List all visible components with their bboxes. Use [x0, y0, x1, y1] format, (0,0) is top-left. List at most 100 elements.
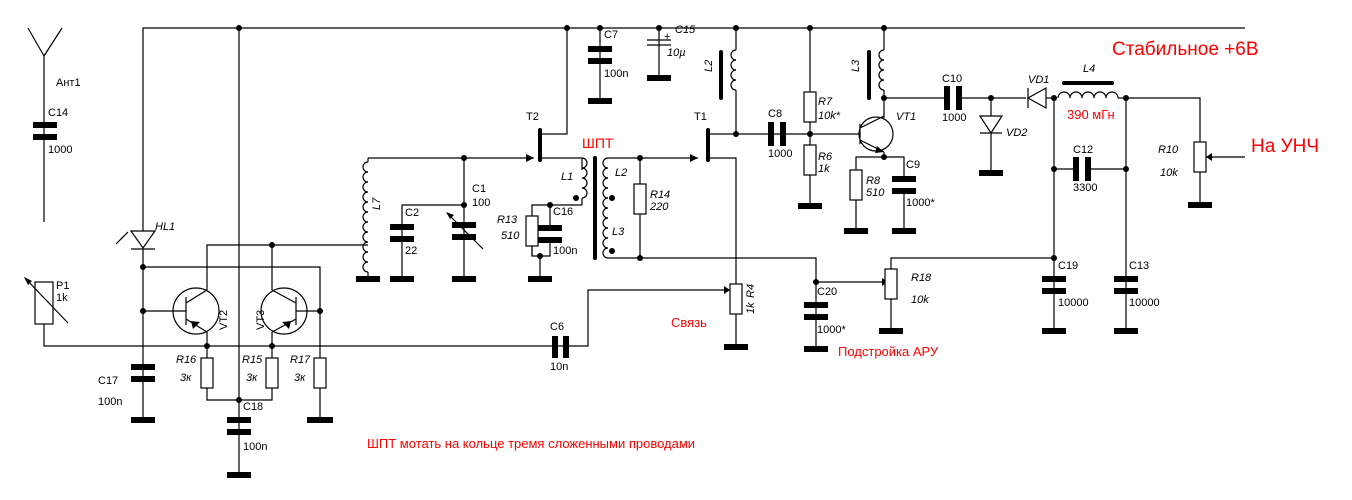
capacitor-c16: C16 100n: [538, 202, 577, 257]
c2-value: 22: [405, 245, 417, 257]
c16-ref: C16: [553, 206, 573, 218]
c20-ref: C20: [817, 286, 837, 298]
resistor-r17: R17 3к: [290, 311, 333, 423]
transistor-vt2: VT2: [143, 244, 368, 349]
l3-label: L3: [850, 59, 862, 72]
r18-value: 10k: [911, 294, 929, 306]
p1-ref: P1: [56, 280, 69, 292]
c7-ref: C7: [604, 29, 618, 41]
potentiometer-r18: R18 10k: [879, 257, 1056, 334]
resistor-r14: R14 220: [633, 158, 670, 258]
r15-ref: R15: [242, 354, 263, 366]
c1-ref: C1: [472, 183, 486, 195]
c15-value: 10µ: [667, 47, 686, 59]
c18-ref: C18: [243, 401, 263, 413]
r10-value: 10k: [1160, 167, 1178, 179]
capacitor-c14: C14 1000: [33, 107, 72, 156]
r16-value: 3к: [180, 372, 192, 384]
r17-ref: R17: [290, 354, 311, 366]
r14-value: 220: [649, 201, 669, 213]
vt1-label: VT1: [896, 111, 916, 123]
capacitor-c7: C7 100n: [588, 28, 628, 104]
capacitor-c8: C8 1000: [768, 108, 860, 160]
r4-value: 1k: [745, 302, 757, 314]
capacitor-c6: C6 10n: [550, 321, 569, 373]
inductor-l7: L7: [356, 158, 383, 282]
r7-value: 10k*: [818, 110, 841, 122]
l4-label: L4: [1083, 63, 1095, 75]
capacitor-c19: C19 10000: [1042, 260, 1089, 334]
inductor-l3: L3: [850, 28, 885, 100]
transistor-vt1: VT1: [858, 111, 916, 157]
potentiometer-r4: R4 1k: [724, 283, 757, 350]
capacitor-c17: C17 100n: [98, 364, 155, 423]
r8-value: 510: [866, 187, 885, 199]
variable-capacitor-c1: C1 100: [446, 158, 490, 282]
r17-value: 3к: [294, 372, 306, 384]
winding-note: ШПТ мотать на кольце тремя сложенными пр…: [367, 436, 695, 451]
ant1-label: Ант1: [56, 77, 81, 89]
r16-ref: R16: [176, 354, 197, 366]
hl1-label: HL1: [155, 221, 175, 233]
resistor-r15: R15 3к: [242, 346, 279, 389]
l1-label: L1: [561, 171, 573, 183]
output-to-amplifier-label: На УНЧ: [1251, 136, 1319, 157]
t2-label: T2: [526, 111, 539, 123]
c12-value: 3300: [1073, 182, 1097, 194]
capacitor-c12: C12 3300: [1054, 144, 1126, 194]
capacitor-c20: C20 1000*: [804, 282, 846, 352]
c1-value: 100: [472, 197, 490, 209]
c18-value: 100n: [243, 441, 267, 453]
fet-t2: T2: [526, 28, 583, 170]
c17-value: 100n: [98, 396, 122, 408]
c9-value: 1000*: [906, 197, 935, 209]
c7-value: 100n: [604, 68, 628, 80]
capacitor-c18: C18 100n: [227, 400, 267, 478]
fet-t1: T1: [694, 111, 784, 290]
shpt-label: ШПТ: [582, 135, 614, 151]
diode-vd2: VD2: [978, 98, 1027, 176]
r6-ref: R6: [818, 151, 833, 163]
l2-winding-label: L2: [615, 167, 627, 179]
r6-value: 1k: [818, 163, 830, 175]
c14-ref: C14: [48, 107, 68, 119]
c12-ref: C12: [1073, 144, 1093, 156]
diode-vd1: VD1: [1026, 74, 1054, 110]
c8-value: 1000: [768, 148, 792, 160]
capacitor-c2: C2 22: [390, 204, 464, 282]
r18-ref: R18: [911, 272, 932, 284]
c14-value: 1000: [48, 144, 72, 156]
led-hl1: HL1: [115, 221, 175, 250]
c13-value: 10000: [1129, 297, 1160, 309]
l2-label: L2: [703, 60, 715, 72]
inductor-l4: L4 390 мГн: [1057, 63, 1126, 122]
potentiometer-p1: P1 1k: [24, 277, 732, 347]
electrolytic-capacitor-c15: + C15 10µ: [647, 24, 696, 81]
capacitor-c10: C10 1000: [942, 73, 1026, 124]
c8-ref: C8: [768, 108, 782, 120]
l3-winding-label: L3: [612, 226, 625, 238]
c13-ref: C13: [1129, 260, 1149, 272]
r13-value: 510: [501, 230, 520, 242]
c15-ref: C15: [675, 24, 696, 36]
c17-ref: C17: [98, 375, 118, 387]
c10-ref: C10: [942, 73, 962, 85]
c6-ref: C6: [550, 321, 564, 333]
vt3-label: VT3: [255, 310, 267, 330]
vd2-label: VD2: [1006, 127, 1027, 139]
r10-ref: R10: [1158, 144, 1179, 156]
l7-label: L7: [371, 197, 383, 210]
c15-polarity: +: [664, 31, 670, 43]
capacitor-c9: C9 1000*: [892, 159, 935, 234]
c9-ref: C9: [906, 159, 920, 171]
coupling-label: Связь: [671, 315, 707, 330]
r8-ref: R8: [866, 175, 881, 187]
c6-value: 10n: [550, 361, 568, 373]
supply-voltage-label: Стабильное +6В: [1112, 39, 1259, 60]
l4-value: 390 мГн: [1067, 107, 1115, 122]
p1-value: 1k: [56, 292, 68, 304]
potentiometer-r10: R10 10k: [1158, 141, 1245, 208]
vd1-label: VD1: [1028, 74, 1049, 86]
inductor-l2: L2: [703, 28, 737, 134]
